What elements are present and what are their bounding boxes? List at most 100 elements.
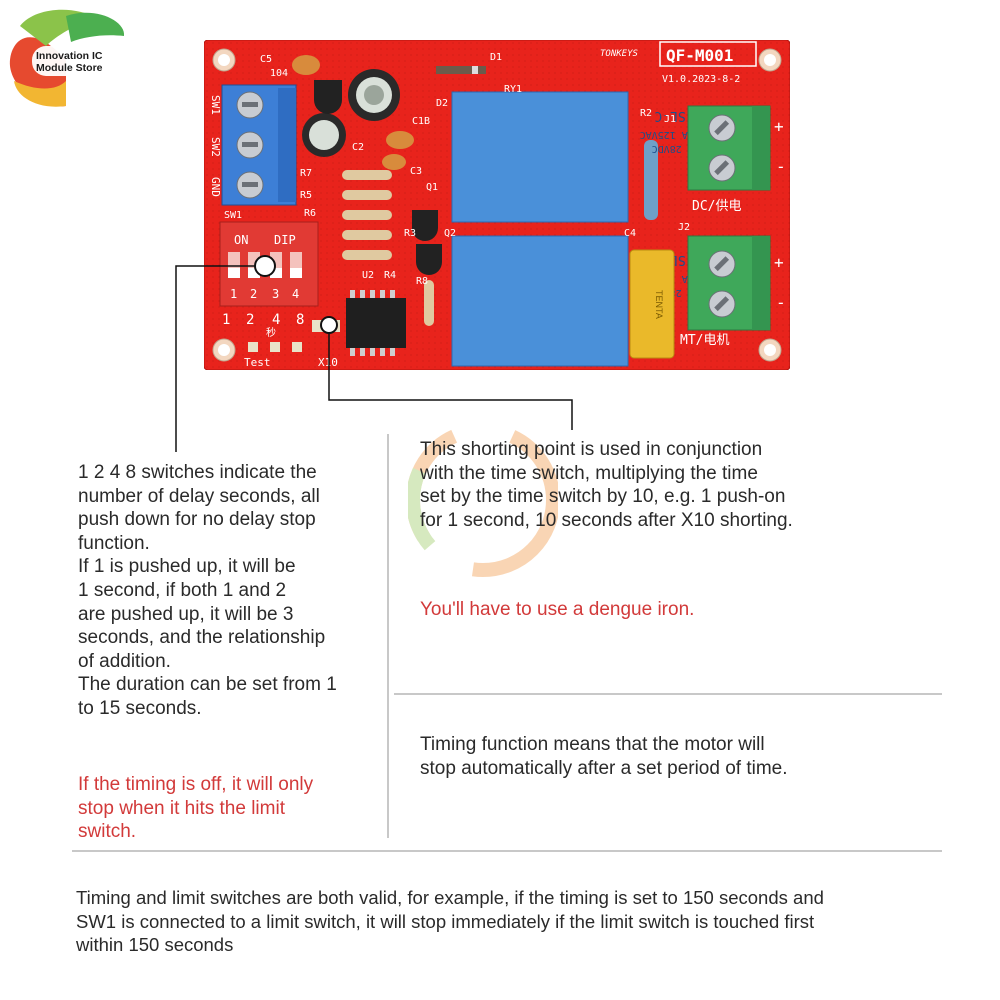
- seconds-char: 秒: [266, 326, 276, 339]
- mt-label: MT/电机: [680, 333, 729, 348]
- dip-number-3: 3: [272, 287, 279, 301]
- soldering-line: You'll have to use a dengue iron.: [420, 599, 695, 620]
- dip-number-1: 1: [230, 287, 237, 301]
- watermark-logo: [408, 423, 558, 577]
- diode: [436, 66, 486, 74]
- relay-2: [451, 235, 629, 367]
- text-line: push down for no delay stop: [78, 509, 316, 531]
- dc-label: DC/供电: [692, 199, 741, 214]
- component-j2: J2: [678, 222, 690, 233]
- component-r5: R5: [300, 190, 312, 201]
- warning-line: stop when it hits the limit: [78, 797, 285, 819]
- seconds-number-2: 2: [246, 312, 254, 328]
- text-line: SW1 is connected to a limit switch, it w…: [76, 910, 815, 932]
- text-line: are pushed up, it will be 3: [78, 603, 294, 625]
- callout-marker-dip: [254, 255, 276, 277]
- text-line: within 150 seconds: [76, 934, 234, 956]
- seconds-number-8: 8: [296, 312, 304, 328]
- dip-number-4: 4: [292, 287, 299, 301]
- text-line: stop automatically after a set period of…: [420, 757, 788, 779]
- motor-terminal-block: [687, 235, 771, 331]
- text-line: This shorting point is used in conjuncti…: [420, 439, 763, 460]
- component-c5: C5: [260, 54, 272, 65]
- component-r2: R2: [640, 108, 652, 119]
- component-c4: C4: [624, 228, 636, 239]
- dip-dip-label: DIP: [274, 233, 296, 247]
- text-line: number of delay seconds, all: [78, 485, 320, 507]
- test-label: Test: [244, 356, 271, 369]
- component-c3: C3: [410, 166, 422, 177]
- mt-minus: -: [776, 293, 786, 312]
- text-line: The duration can be set from 1: [78, 674, 337, 696]
- ic-chip: [346, 290, 406, 356]
- dip-number-2: 2: [250, 287, 257, 301]
- label-sw1-terminal: SW1: [209, 95, 222, 115]
- component-j1: J1: [664, 114, 676, 125]
- ceramic-capacitors: [292, 55, 414, 170]
- transistors: [314, 80, 442, 275]
- text-line: Timing and limit switches are both valid…: [76, 887, 824, 908]
- seconds-number-4: 4: [272, 312, 280, 328]
- component-d2: D2: [436, 98, 448, 109]
- vertical-divider: [387, 434, 389, 838]
- brand-label: TONKEYS: [600, 49, 639, 59]
- text-line: set by the time switch by 10, e.g. 1 pus…: [420, 486, 786, 508]
- dip-on-label: ON: [234, 233, 248, 247]
- warning-line: If the timing is off, it will only: [78, 774, 314, 795]
- dc-minus: -: [776, 157, 786, 176]
- label-sw1: SW1: [224, 210, 242, 221]
- callout-line-x10: [328, 325, 573, 430]
- logo-line-2: Module Store: [36, 62, 103, 74]
- x10-label: X10: [318, 356, 338, 369]
- component-r3: R3: [404, 228, 416, 239]
- electrolytic-capacitors: [302, 69, 400, 157]
- sw-terminal-block: [221, 84, 297, 206]
- film-capacitor: [629, 249, 675, 359]
- dip-switch-explanation: 1 2 4 8 switches indicate the number of …: [78, 461, 378, 721]
- component-r6: R6: [304, 208, 316, 219]
- model-box: [659, 41, 757, 67]
- mt-plus: +: [774, 253, 784, 272]
- label-sw2-terminal: SW2: [209, 137, 222, 157]
- bottom-horizontal-divider: [72, 850, 942, 852]
- text-line: with the time switch, multiplying the ti…: [420, 462, 758, 484]
- store-logo: Innovation IC Module Store: [6, 6, 128, 114]
- logo-leaf-icon: [9, 9, 128, 107]
- text-line: Timing function means that the motor wil…: [420, 734, 765, 755]
- component-c1b: C1B: [412, 116, 430, 127]
- relay-1: [451, 91, 629, 223]
- component-ry1: RY1: [504, 84, 522, 95]
- limit-switch-explanation: Timing and limit switches are both valid…: [76, 886, 956, 957]
- component-r7: R7: [300, 168, 312, 179]
- seconds-number-1: 1: [222, 312, 230, 328]
- text-line: to 15 seconds.: [78, 697, 202, 719]
- logo-line-1: Innovation IC: [36, 50, 103, 62]
- x10-explanation: This shorting point is used in conjuncti…: [420, 438, 870, 532]
- component-c2: C2: [352, 142, 364, 153]
- component-q1: Q1: [426, 182, 438, 193]
- component-d1: D1: [490, 52, 502, 63]
- dc-terminal-block: [687, 105, 771, 191]
- dc-plus: +: [774, 117, 784, 136]
- resistors: [342, 140, 658, 326]
- soldering-note: You'll have to use a dengue iron.: [420, 598, 870, 622]
- relay-module-board: SW1 SW2 GND SW1 ON DIP 1 2 3 4 1 2 4 8 秒…: [204, 40, 790, 370]
- timing-off-warning: If the timing is off, it will only stop …: [78, 773, 378, 844]
- label-gnd-terminal: GND: [209, 177, 222, 197]
- component-r8: R8: [416, 276, 428, 287]
- component-104: 104: [270, 68, 288, 79]
- component-r4: R4: [384, 270, 396, 281]
- model-label: QF-M001: [666, 46, 733, 65]
- warning-line: switch.: [78, 821, 137, 843]
- text-line: of addition.: [78, 650, 171, 672]
- text-line: function.: [78, 532, 150, 554]
- callout-line-dip: [175, 265, 264, 452]
- component-q2: Q2: [444, 228, 456, 239]
- text-line: seconds, and the relationship: [78, 627, 326, 649]
- text-line: 1 second, if both 1 and 2: [78, 579, 287, 601]
- callout-marker-x10: [320, 316, 338, 334]
- mounting-holes: [212, 48, 782, 362]
- timing-function-explanation: Timing function means that the motor wil…: [420, 733, 880, 780]
- text-line: 1 2 4 8 switches indicate the: [78, 462, 317, 483]
